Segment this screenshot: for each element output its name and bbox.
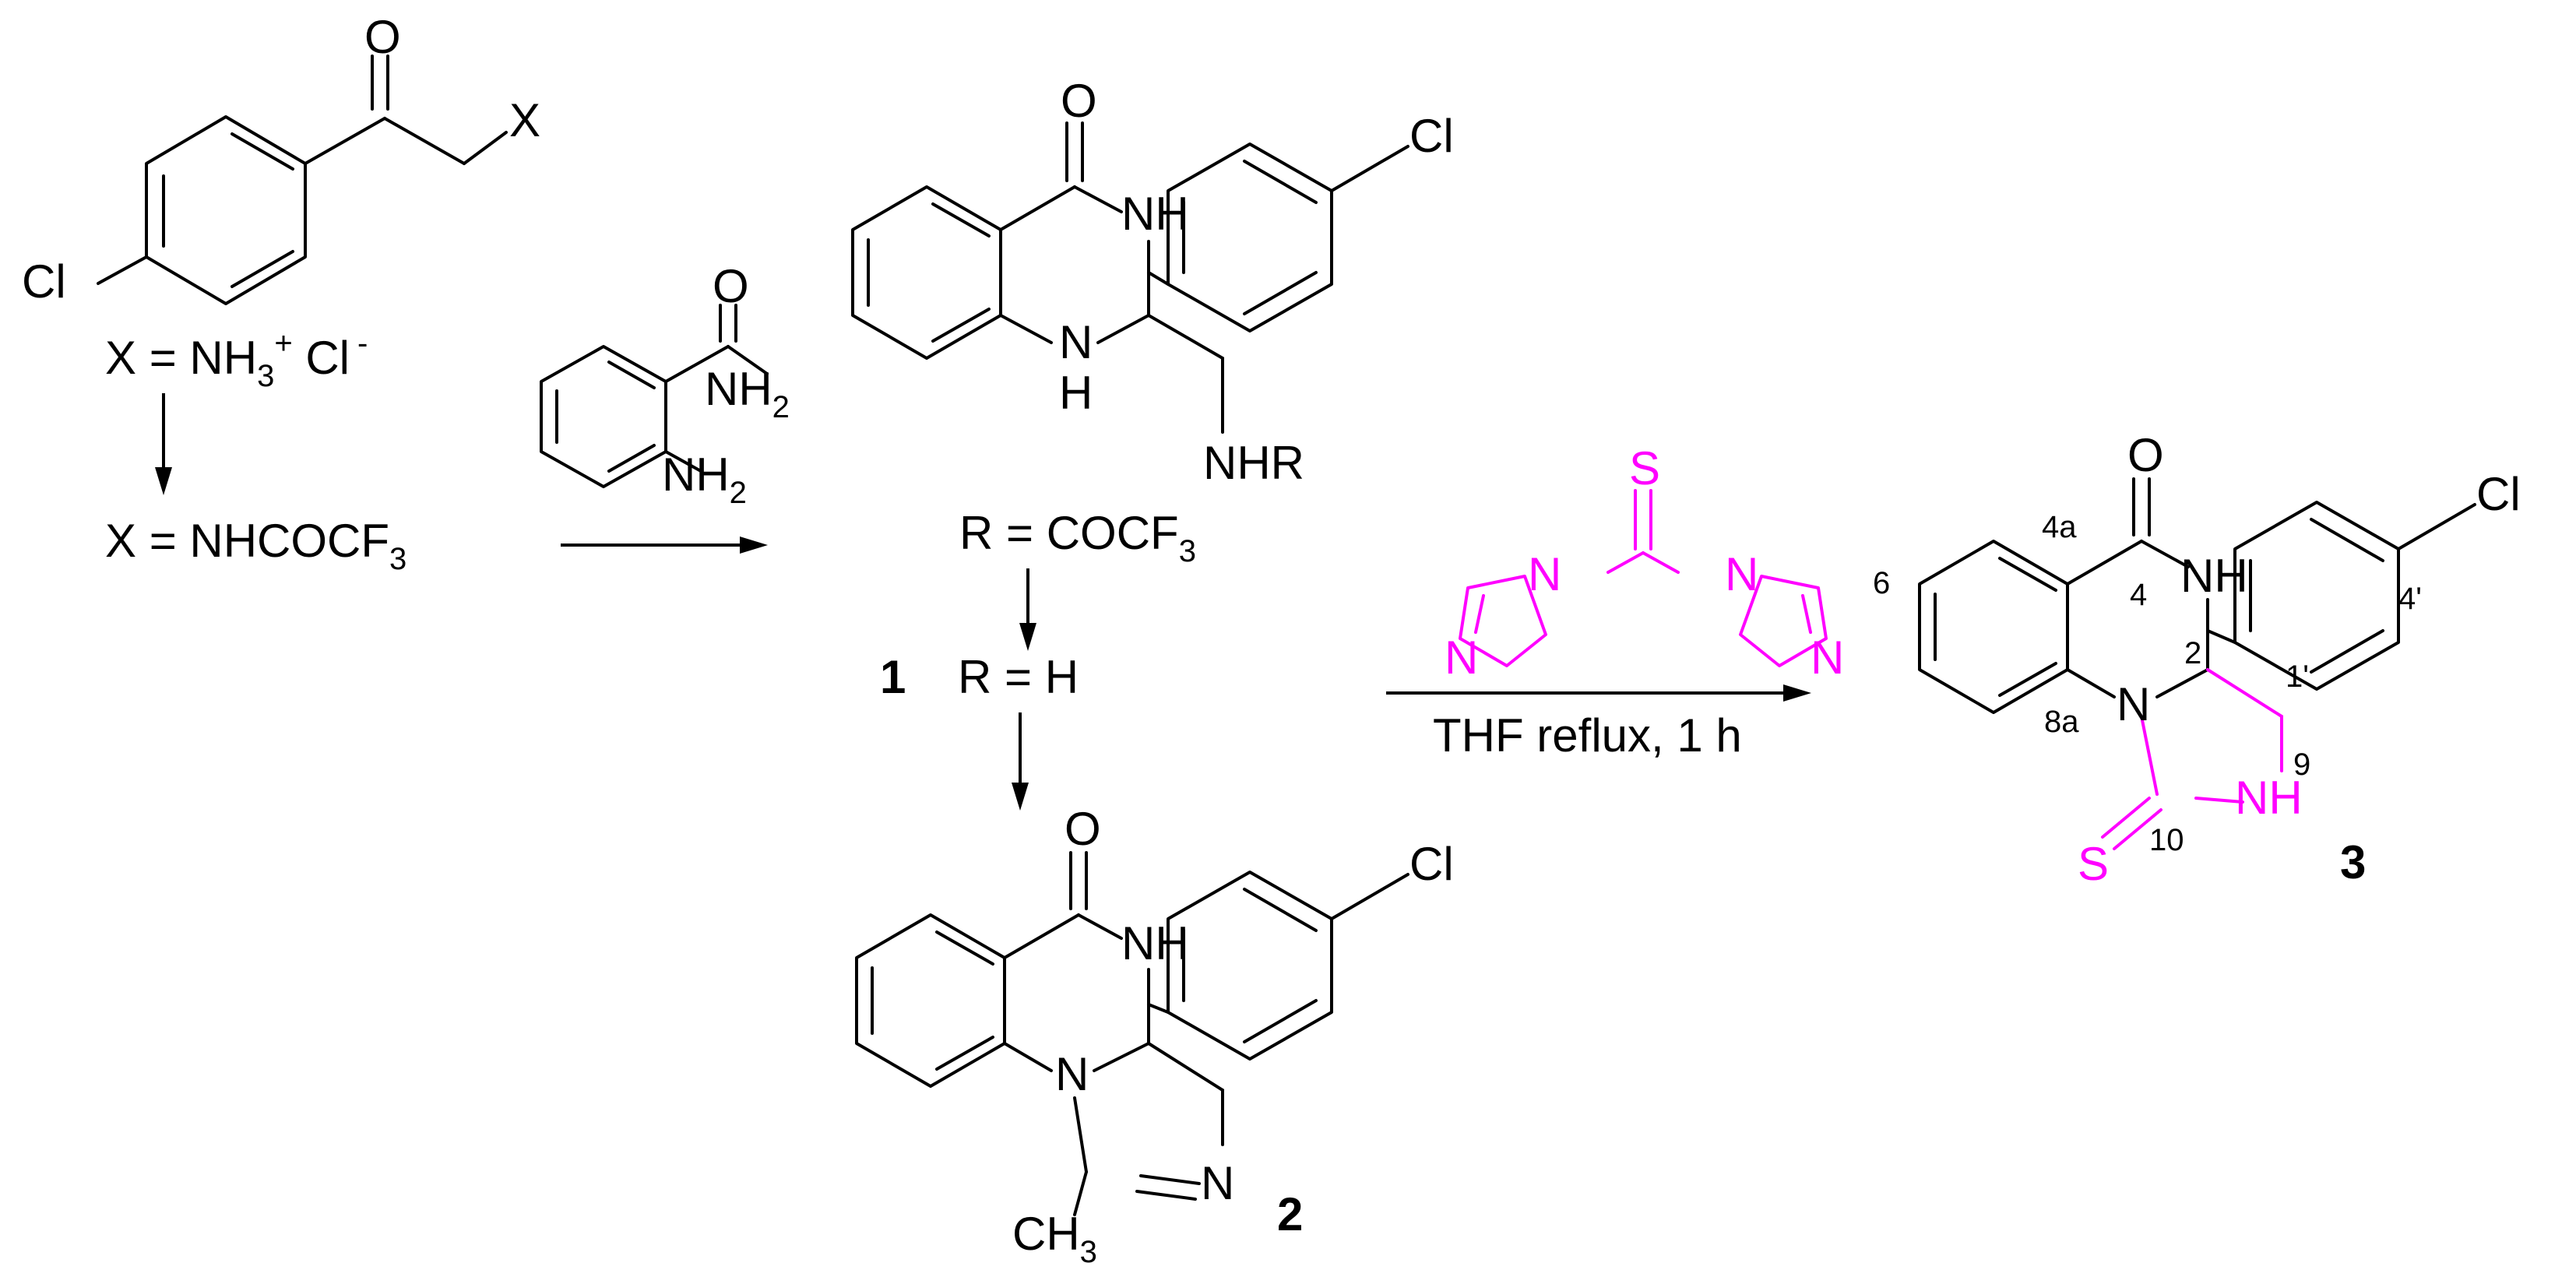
chloro-label: Cl — [22, 255, 66, 308]
c2-n-imine-label: N — [1201, 1157, 1234, 1209]
c1-h-label: H — [1059, 367, 1093, 419]
c1-chloro-label: Cl — [1409, 110, 1454, 162]
tcdi-n3-label: N — [1725, 548, 1758, 600]
pos-2-label: 2 — [2184, 636, 2201, 670]
pos-1p-label: 1' — [2286, 660, 2309, 694]
tcdi-n4-label: N — [1811, 631, 1844, 684]
c3-chloro-label: Cl — [2476, 468, 2521, 520]
c3-thione-sulfur-label: S — [2078, 838, 2109, 890]
compound-2-number: 2 — [1277, 1188, 1303, 1240]
amine-nh2-label: NH2 — [662, 449, 747, 510]
c3-nh-label: NH — [2180, 550, 2248, 602]
anthranilamide-reagent: O NH2 NH2 — [540, 260, 790, 554]
c3-carbonyl-oxygen-label: O — [2127, 429, 2164, 481]
c1-rh-label: R = H — [958, 651, 1079, 703]
compound-3-number: 3 — [2340, 836, 2366, 888]
protected-label: X = NHCOCF3 — [105, 515, 406, 576]
c2-nh-label: NH — [1121, 917, 1189, 969]
c2-carbonyl-oxygen-label: O — [1065, 803, 1101, 855]
salt-label: X = NH3+ Cl- — [105, 326, 368, 393]
pos-8a-label: 8a — [2044, 705, 2079, 739]
c1-n-label: N — [1059, 316, 1093, 368]
c1-nhr-label: NHR — [1203, 437, 1304, 489]
pos-4p-label: 4' — [2398, 582, 2422, 616]
tcdi-n2-label: N — [1445, 631, 1478, 684]
amide-nh2-label: NH2 — [705, 363, 790, 424]
c1-nh-label: NH — [1121, 188, 1189, 240]
c1-carbonyl-oxygen-label: O — [1061, 75, 1097, 127]
x-substituent-label: X — [509, 94, 540, 146]
pos-10-label: 10 — [2149, 823, 2184, 857]
tcdi-sulfur-label: S — [1629, 442, 1660, 494]
c2-methyl-label: CH3 — [1012, 1208, 1097, 1269]
c1-r-label: R = COCF3 — [959, 507, 1196, 568]
conditions-label: THF reflux, 1 h — [1433, 709, 1742, 762]
c2-n-ring-label: N — [1055, 1048, 1089, 1100]
compound-3: O NH N NH S Cl 4a 4 6 2 8a 9 10 1' 4' 3 — [1873, 429, 2521, 890]
c3-n-label: N — [2117, 678, 2150, 730]
compound-2: O NH N N CH3 Cl 2 — [855, 803, 1454, 1269]
pos-4-label: 4 — [2130, 578, 2147, 612]
tcdi-reagent: S N N N N THF reflux, 1 h — [1386, 442, 1844, 762]
c3-nh-ring-label: NH — [2235, 772, 2303, 824]
pos-9-label: 9 — [2293, 748, 2310, 782]
c2-chloro-label: Cl — [1409, 838, 1454, 890]
compound-1: O NH N H Cl NHR R = COCF3 1 R = H — [851, 75, 1454, 811]
pos-6-label: 6 — [1873, 566, 1890, 600]
compound-1-number: 1 — [880, 651, 906, 703]
amide-oxygen-label: O — [713, 260, 749, 312]
starting-material: O X Cl X = NH3+ Cl- X = NHCOCF3 — [22, 11, 540, 576]
ketone-oxygen-label: O — [364, 11, 401, 63]
tcdi-n1-label: N — [1528, 548, 1561, 600]
pos-4a-label: 4a — [2042, 510, 2077, 544]
